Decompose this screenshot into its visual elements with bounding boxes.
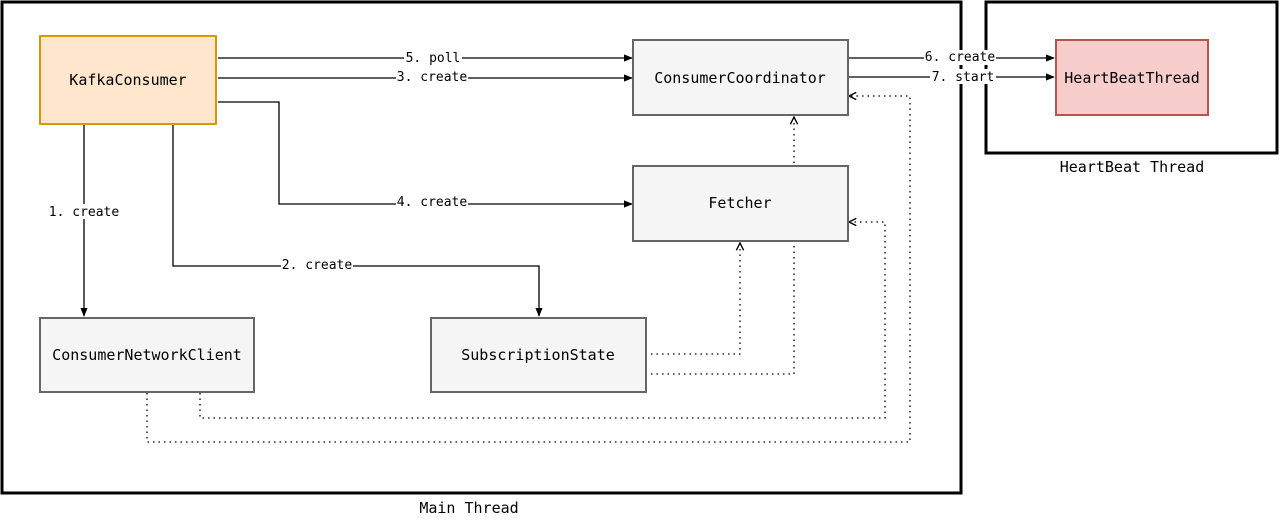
fetcher-label: Fetcher <box>708 194 771 212</box>
create-subscription-state-edge <box>172 125 543 317</box>
edge-label-create-fetcher: 4. create <box>396 195 468 210</box>
heartbeat-thread-node[interactable]: HeartBeatThread <box>1055 39 1209 116</box>
dependency-edges <box>146 96 911 443</box>
heartbeat-thread-label: HeartBeat Thread <box>1060 158 1205 176</box>
network-client-to-coordinator-edge <box>146 96 911 443</box>
kafka-consumer-node[interactable]: KafkaConsumer <box>39 35 217 125</box>
edge-label-start-heartbeat: 7. start <box>930 69 996 85</box>
svg-text:1. create: 1. create <box>49 205 120 220</box>
svg-text:2. create: 2. create <box>282 258 353 273</box>
main-thread-label: Main Thread <box>419 499 518 517</box>
consumer-network-client-node[interactable]: ConsumerNetworkClient <box>39 317 255 393</box>
svg-text:5. poll: 5. poll <box>406 51 461 66</box>
svg-text:6. create: 6. create <box>925 50 996 65</box>
edge-label-create-heartbeat: 6. create <box>924 50 996 65</box>
consumer-network-client-label: ConsumerNetworkClient <box>52 346 242 364</box>
kafka-consumer-label: KafkaConsumer <box>69 71 186 89</box>
consumer-coordinator-node[interactable]: ConsumerCoordinator <box>632 39 849 116</box>
edge-label-create-coordinator: 3. create <box>396 70 468 85</box>
edge-label-create-subscription-state: 2. create <box>281 258 353 273</box>
network-client-to-fetcher-edge <box>199 222 886 419</box>
svg-text:7. start: 7. start <box>932 70 995 85</box>
heartbeat-thread-node-label: HeartBeatThread <box>1064 69 1199 87</box>
subscription-state-label: SubscriptionState <box>461 346 615 364</box>
edge-label-create-network-client: 1. create <box>47 204 121 220</box>
subscription-state-node[interactable]: SubscriptionState <box>430 317 647 393</box>
fetcher-node[interactable]: Fetcher <box>632 165 849 242</box>
svg-text:4. create: 4. create <box>397 195 468 210</box>
consumer-coordinator-label: ConsumerCoordinator <box>654 69 826 87</box>
subscription-state-to-coordinator-edge <box>651 243 795 375</box>
edge-label-poll: 5. poll <box>404 50 462 66</box>
svg-text:3. create: 3. create <box>397 70 468 85</box>
subscription-state-to-fetcher-edge <box>651 243 740 355</box>
